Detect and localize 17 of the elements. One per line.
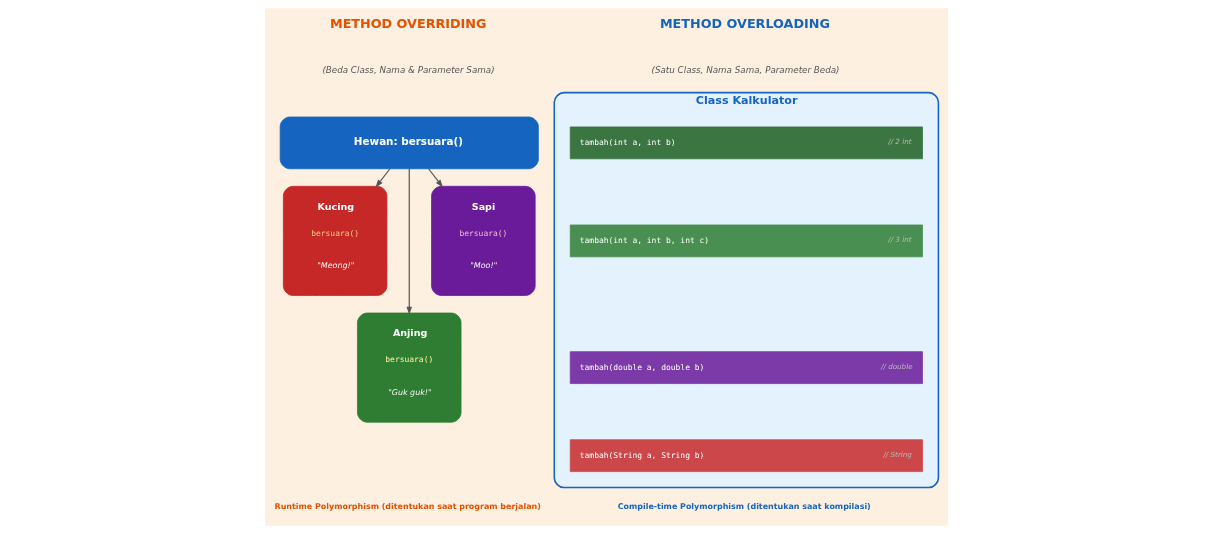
label: METHOD OVERRIDING [329, 15, 487, 31]
arrow [428, 168, 444, 188]
node-box: tambah(int a, int b, int c) // 3 int [569, 224, 923, 258]
node-box: Hewan: bersuara() [279, 116, 539, 170]
arrow [375, 168, 391, 188]
node-box: tambah(String a, String b) // String [569, 439, 923, 472]
node-box: Kucing bersuara() "Meong!" [282, 185, 388, 296]
node-box: Sapi bersuara() "Moo!" [431, 185, 536, 296]
label: Compile-time Polymorphism (ditentukan saat kompilasi) [617, 502, 871, 512]
label: (Beda Class, Nama & Parameter Sama) [322, 65, 495, 76]
label: METHOD OVERLOADING [659, 15, 830, 31]
node-box: tambah(double a, double b) // double [569, 351, 923, 384]
arrow [406, 168, 413, 315]
label: (Satu Class, Nama Sama, Parameter Beda) [651, 65, 840, 76]
node-box: Anjing bersuara() "Guk guk!" [357, 312, 462, 423]
label: Runtime Polymorphism (ditentukan saat program berjalan) [274, 502, 541, 512]
node-box: tambah(int a, int b) // 2 int [569, 126, 923, 160]
